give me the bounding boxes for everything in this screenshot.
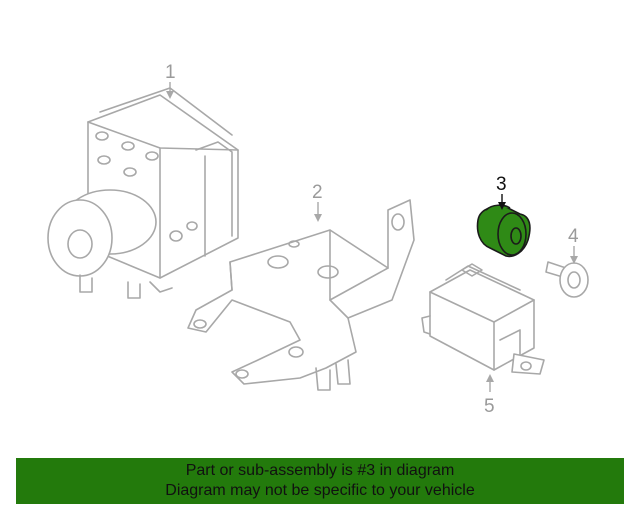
banner-line-disclaimer: Diagram may not be specific to your vehi…	[165, 482, 475, 499]
part-3-grommet[interactable]	[476, 204, 531, 258]
callout-3: 3	[496, 174, 507, 210]
part-4-bolt[interactable]	[545, 261, 589, 298]
banner-line-part: Part or sub-assembly is #3 in diagram	[185, 462, 455, 479]
callout-5: 5	[484, 374, 495, 417]
callout-number-4: 4	[568, 226, 579, 247]
part-5-sensor-module[interactable]	[421, 263, 545, 375]
info-banner: Part or sub-assembly is #3 in diagram Di…	[16, 458, 624, 504]
callout-number-3: 3	[496, 174, 507, 195]
part-1-abs-unit[interactable]	[47, 87, 239, 299]
callout-number-1: 1	[165, 62, 176, 83]
part-2-bracket[interactable]	[187, 199, 415, 391]
parts-diagram: 1 2 3 4 5	[47, 62, 589, 417]
callout-number-2: 2	[312, 182, 323, 203]
callout-2: 2	[312, 182, 323, 222]
callout-4: 4	[568, 226, 579, 264]
callout-number-5: 5	[484, 396, 495, 417]
callout-1: 1	[165, 62, 176, 99]
